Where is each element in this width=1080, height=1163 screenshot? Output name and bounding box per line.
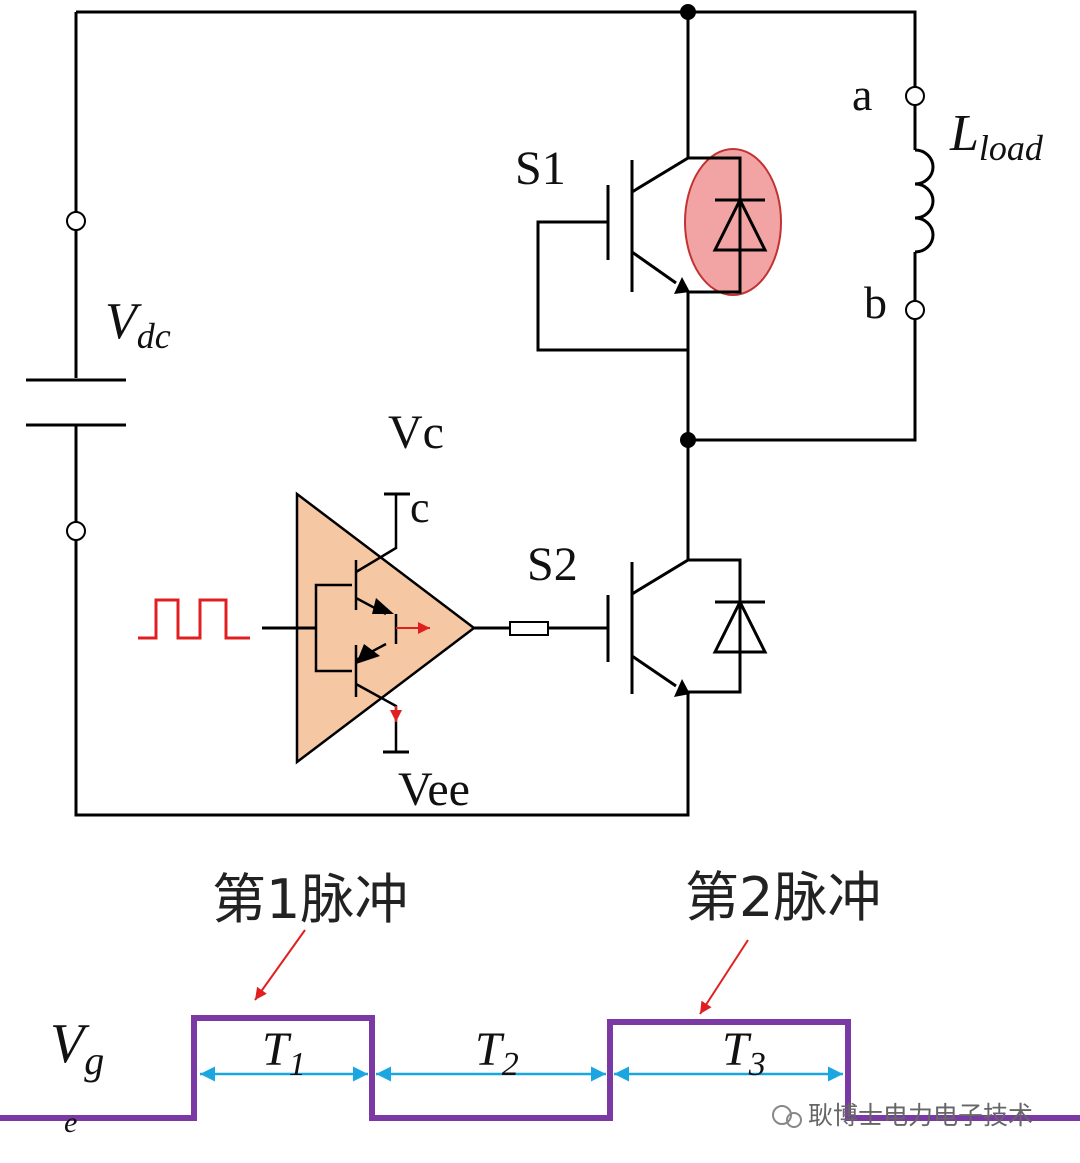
label-t2: T2 — [475, 1023, 519, 1083]
label-vg-extra: e — [64, 1106, 77, 1139]
label-c: c — [410, 483, 430, 532]
label-t3: T3 — [722, 1023, 766, 1083]
terminal-a — [905, 86, 925, 106]
pulse1-pointer — [254, 929, 306, 1001]
label-lload: Lload — [949, 105, 1044, 168]
label-t1: T1 — [262, 1023, 306, 1083]
inductor-coil — [914, 148, 935, 254]
label-s1: S1 — [515, 142, 566, 195]
label-vdc: Vdc — [105, 293, 171, 356]
label-vg: Vg — [50, 1013, 104, 1083]
pulse2-pointer — [699, 939, 749, 1015]
terminal-b — [905, 300, 925, 320]
watermark-text: 耿博士电力电子技术 — [808, 1101, 1033, 1130]
wire-right-lower — [688, 318, 917, 442]
wire-top — [76, 10, 917, 95]
igbt-s1 — [536, 12, 782, 440]
wechat-icon — [772, 1105, 792, 1125]
pulse2-label: 第2脉冲 — [685, 866, 881, 929]
gate-resistor — [509, 621, 549, 636]
label-vc: Vc — [388, 406, 444, 459]
wire-bottom — [74, 540, 690, 817]
circuit — [26, 4, 935, 817]
label-terminal-b: b — [864, 277, 887, 328]
label-terminal-a: a — [852, 69, 872, 120]
label-vdc-sub: dc — [137, 316, 171, 356]
s1-diode-highlight — [684, 148, 782, 296]
label-lload-sub: load — [979, 128, 1044, 168]
driver-triangle — [295, 491, 477, 765]
label-vee: Vee — [398, 763, 470, 816]
terminal-left-lower — [66, 521, 86, 541]
terminal-left-upper — [66, 211, 86, 231]
pulse1-label: 第1脉冲 — [212, 868, 408, 931]
label-vg-sub: g — [84, 1038, 104, 1083]
label-s2: S2 — [527, 538, 578, 591]
gate-driver — [138, 491, 477, 765]
timing-diagram — [0, 929, 1080, 1121]
gate-waveform — [0, 1015, 1080, 1121]
igbt-s2 — [474, 440, 768, 697]
watermark: 耿博士电力电子技术 — [772, 1101, 1033, 1130]
input-pulse-train — [138, 598, 250, 640]
